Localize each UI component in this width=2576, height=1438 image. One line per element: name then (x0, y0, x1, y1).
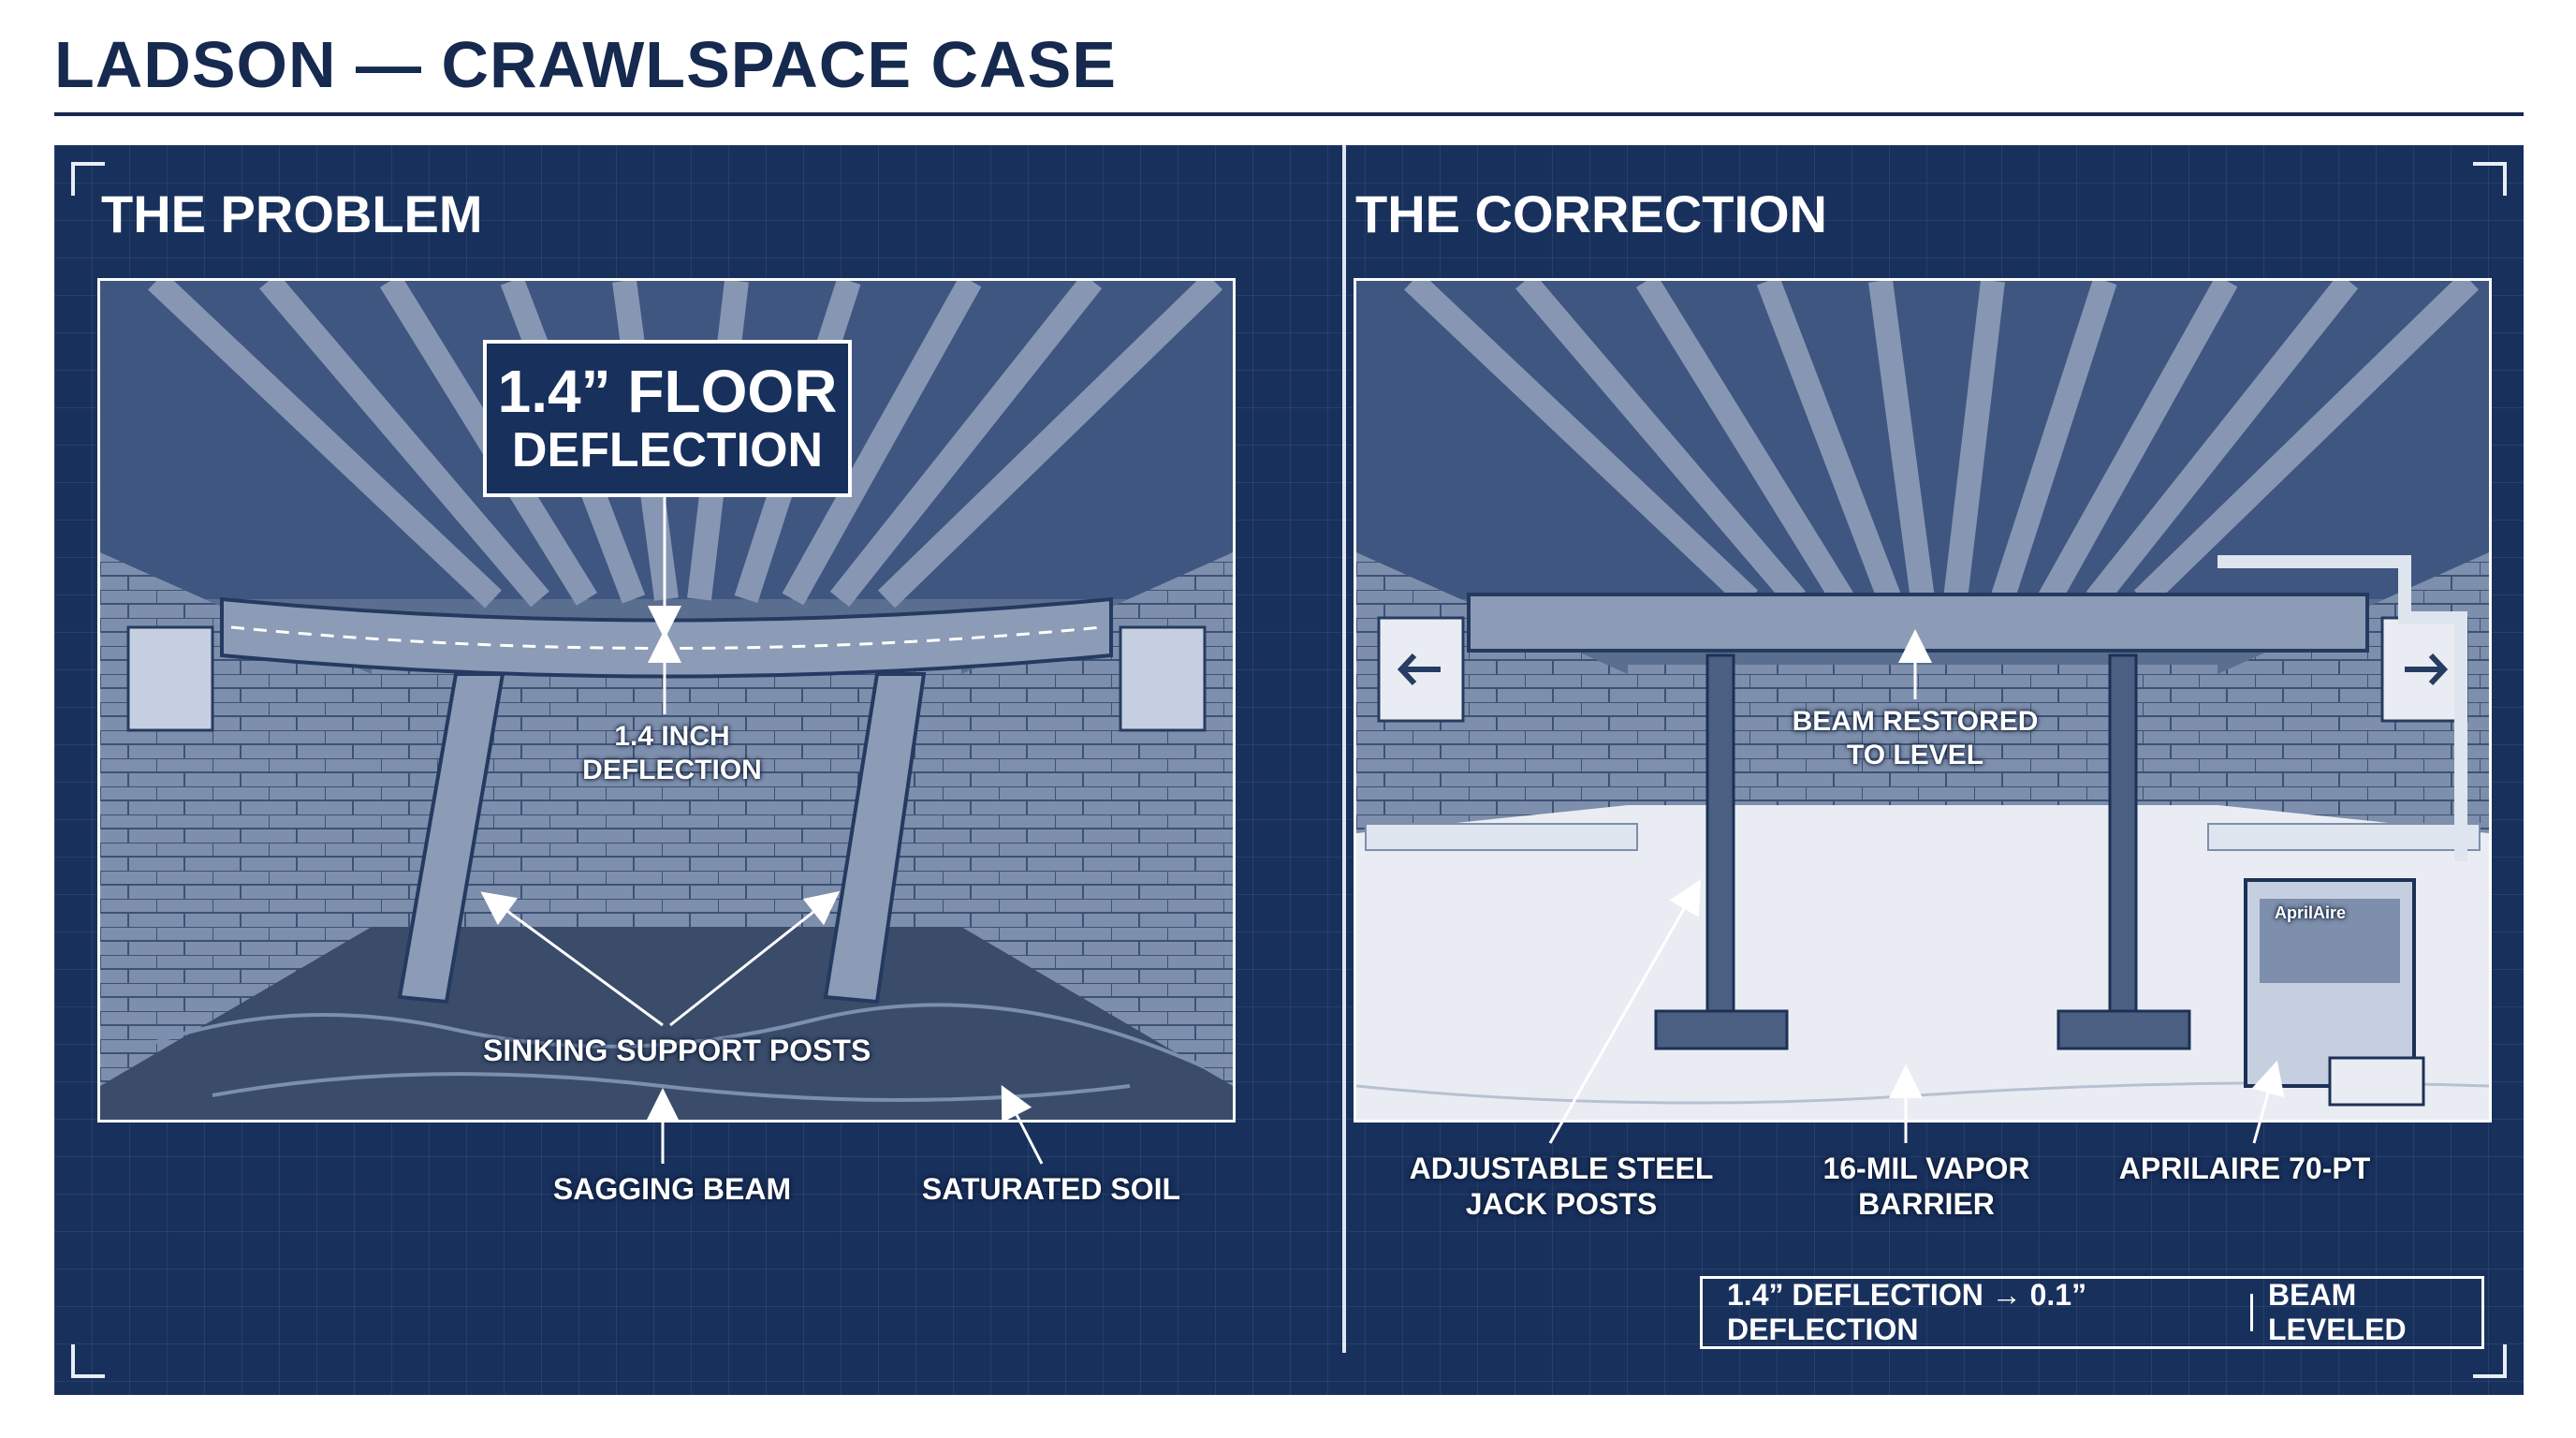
summary-deflection: 1.4” DEFLECTION → 0.1” DEFLECTION (1727, 1278, 2087, 1346)
results-summary: 1.4” DEFLECTION → 0.1” DEFLECTION BEAM L… (1700, 1276, 2484, 1349)
callout-line-1: 1.4” FLOOR (497, 358, 838, 425)
blueprint-board: THE PROBLEM (54, 145, 2524, 1395)
label-beam-restored: BEAM RESTORED TO LEVEL (1792, 706, 2039, 770)
label-saturated-soil: SATURATED SOIL (921, 1172, 1181, 1206)
label-deflection: 1.4 INCH DEFLECTION (582, 721, 762, 785)
correction-illustration (1354, 278, 2492, 1123)
deflection-callout: 1.4” FLOOR DEFLECTION (483, 340, 852, 497)
label-sinking-posts: SINKING SUPPORT POSTS (483, 1034, 871, 1067)
title-rule (54, 112, 2524, 116)
label-dehumidifier: APRILAIRE 70-PT (2118, 1152, 2371, 1185)
summary-separator (2250, 1294, 2254, 1331)
label-sagging-beam: SAGGING BEAM (552, 1172, 792, 1206)
floor-joists (1404, 281, 2480, 609)
corner-mark (71, 162, 105, 196)
label-jack-posts: ADJUSTABLE STEEL JACK POSTS (1409, 1152, 1714, 1222)
panel-divider (1342, 145, 1346, 1353)
corner-mark (71, 1344, 105, 1378)
callout-line-2: DEFLECTION (511, 423, 824, 478)
corner-mark (2473, 162, 2507, 196)
label-vapor-barrier: 16-MIL VAPOR BARRIER (1822, 1152, 2030, 1222)
page-title: LADSON — CRAWLSPACE CASE (54, 28, 1117, 101)
correction-heading: THE CORRECTION (1355, 184, 1827, 243)
dehumidifier-brand: AprilAire (2274, 903, 2347, 922)
summary-beam-leveled: BEAM LEVELED (2268, 1278, 2407, 1346)
corner-mark (2473, 1344, 2507, 1378)
problem-heading: THE PROBLEM (101, 184, 483, 243)
